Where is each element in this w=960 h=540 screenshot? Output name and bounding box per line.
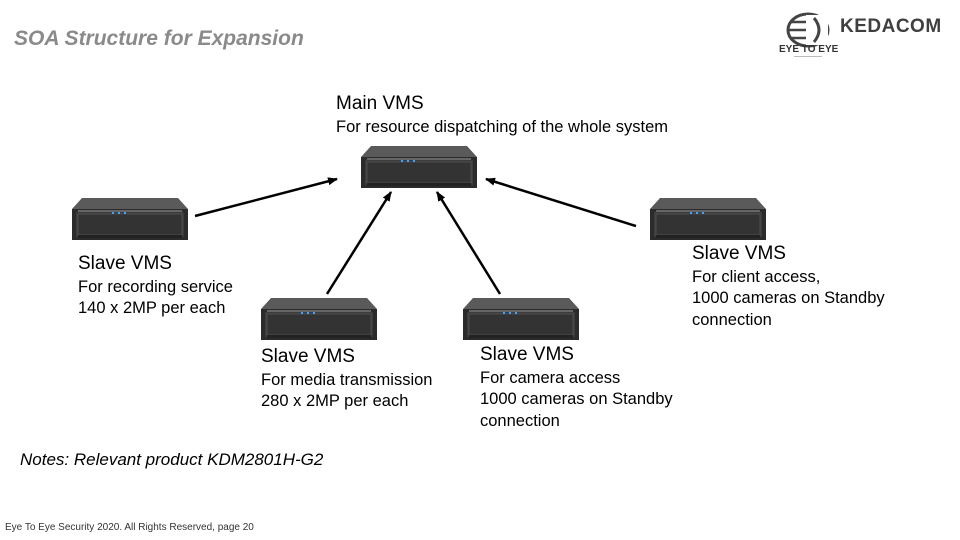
rack-server-icon	[261, 297, 377, 341]
product-note: Notes: Relevant product KDM2801H-G2	[20, 450, 324, 469]
node-title: Slave VMS	[78, 253, 172, 274]
client-vms-label: Slave VMS For client access, 1000 camera…	[692, 242, 885, 331]
node-desc-line: For media transmission	[261, 370, 433, 389]
globe-logo-icon	[786, 12, 830, 48]
arrow-camera-to-main	[435, 191, 502, 295]
kedacom-logo: KEDACOM EYE TO EYE	[778, 10, 950, 64]
logo-wordmark: KEDACOM	[840, 16, 942, 37]
node-desc-line: 140 x 2MP per each	[78, 299, 226, 318]
node-desc-line: 1000 cameras on Standby	[692, 289, 885, 308]
node-desc-line: connection	[692, 310, 772, 329]
copyright-footer: Eye To Eye Security 2020. All Rights Res…	[5, 522, 254, 533]
arrow-media-to-main	[325, 191, 393, 295]
recording-vms-label: Slave VMS For recording service 140 x 2M…	[78, 252, 233, 320]
rack-server-icon	[361, 145, 477, 189]
logo-tagline: EYE TO EYE	[779, 44, 839, 55]
arrow-recording-to-main	[194, 177, 338, 218]
node-desc-line: connection	[480, 411, 560, 430]
node-title: Slave VMS	[261, 346, 355, 367]
rack-server-icon	[72, 197, 188, 241]
node-title: Main VMS	[336, 93, 424, 114]
node-title: Slave VMS	[480, 344, 574, 365]
node-desc-line: 1000 cameras on Standby	[480, 390, 673, 409]
main-vms-label: Main VMS For resource dispatching of the…	[336, 92, 668, 138]
node-desc-line: 280 x 2MP per each	[261, 392, 409, 411]
node-desc-line: For resource dispatching of the whole sy…	[336, 117, 668, 136]
page-title: SOA Structure for Expansion	[14, 27, 304, 50]
node-desc-line: For camera access	[480, 368, 621, 387]
camera-vms-label: Slave VMS For camera access 1000 cameras…	[480, 343, 673, 432]
node-desc-line: For recording service	[78, 277, 233, 296]
arrow-client-to-main	[485, 177, 637, 228]
node-desc-line: For client access,	[692, 267, 821, 286]
media-vms-label: Slave VMS For media transmission 280 x 2…	[261, 345, 432, 413]
logo-underline	[794, 56, 822, 57]
node-title: Slave VMS	[692, 243, 786, 264]
rack-server-icon	[650, 197, 766, 241]
rack-server-icon	[463, 297, 579, 341]
